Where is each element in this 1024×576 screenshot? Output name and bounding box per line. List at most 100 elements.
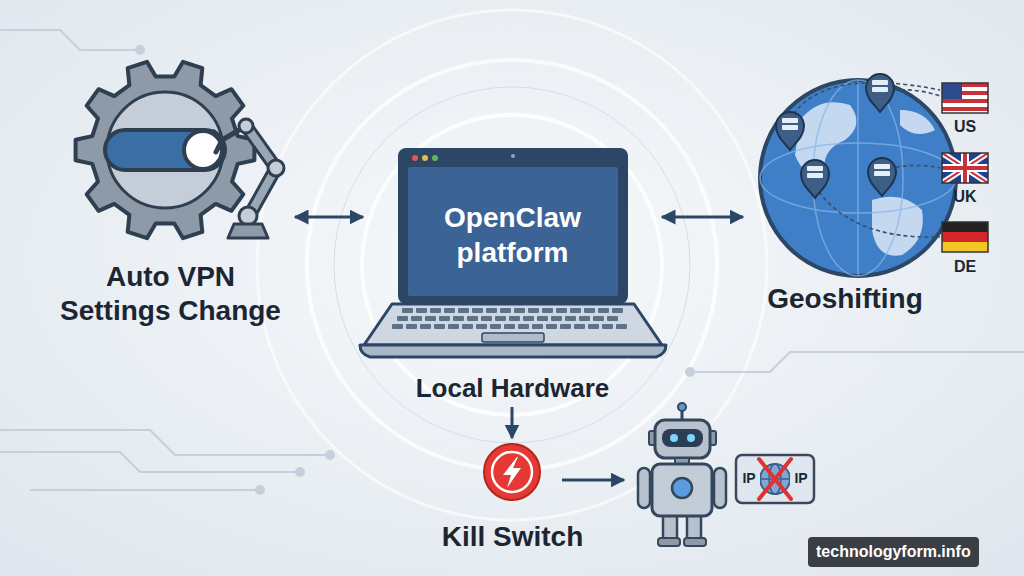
keyboard-keys [537,316,548,321]
robot-icon [678,403,686,411]
keyboard-keys [504,324,515,329]
keyboard-keys [481,316,492,321]
keyboard-keys [439,316,450,321]
keyboard-keys [584,308,595,313]
de-flag [942,222,988,232]
keyboard-keys [528,308,539,313]
robotic-arm [239,207,257,225]
robot-icon [670,434,678,442]
server-pin [776,112,804,150]
keyboard-keys [462,324,473,329]
kill-switch-icon [484,444,540,500]
us-flag [942,83,962,99]
server-pin [801,160,829,198]
keyboard-keys [565,316,576,321]
robotic-arm [239,119,253,133]
server-pin [807,166,823,171]
uk-flag [942,153,988,183]
blocked-ip-icon [736,455,814,503]
globe-icon [760,80,956,276]
node-label: IP [738,470,760,487]
keyboard-keys [397,316,408,321]
keyboard-keys [425,316,436,321]
de-flag [942,242,988,252]
keyboard-keys [574,324,585,329]
node-label: Local Hardware [368,373,658,403]
platform-node: OpenClaw platformLocal Hardware [365,145,660,405]
kill-switch-node: Kill Switch [430,440,595,562]
keyboard-keys [602,324,613,329]
keyboard-keys [612,308,623,313]
uk-flag [942,153,988,183]
keyboard-keys [500,308,511,313]
keyboard-keys [392,308,627,329]
keyboard-keys [593,316,604,321]
flag-label: US [942,117,988,137]
keyboard-keys [458,308,469,313]
keyboard-keys [420,324,431,329]
laptop-illustration [364,304,662,345]
flow-arrow [562,479,624,482]
keyboard-keys [416,308,427,313]
keyboard-keys [598,308,609,313]
us-flag [942,83,988,113]
keyboard-keys [518,324,529,329]
gear-icon [76,62,255,238]
keyboard-keys [523,316,534,321]
node-label: Kill Switch [430,520,595,554]
keyboard-keys [495,316,506,321]
node-label: Auto VPN Settings Change [53,260,289,328]
laptop-illustration [422,155,428,161]
server-pin [866,74,894,112]
globe-icon [760,80,956,276]
dashed-link [790,83,940,238]
keyboard-keys [476,324,487,329]
laptop-illustration [360,345,666,357]
laptop-illustration [412,155,418,161]
de-flag [942,222,988,252]
keyboard-keys [444,308,455,313]
laptop-illustration [398,148,628,304]
keyboard-keys [588,324,599,329]
keyboard-keys [616,324,627,329]
robotic-arm [268,160,284,176]
globe-icon [857,80,859,276]
process-node: Auto VPN Settings Change [48,55,293,335]
robot-icon [655,420,710,458]
kill-switch-icon [492,452,532,492]
laptop-illustration [432,155,438,161]
keyboard-keys [542,308,553,313]
halo-rings [362,115,662,415]
node-label: IP [790,470,812,487]
flag-label: UK [942,187,988,207]
uk-flag [942,153,988,183]
robot-icon [652,464,712,516]
keyboard-keys [570,308,581,313]
robot-icon [663,514,677,540]
robot-icon [662,429,703,447]
robot-icon [638,403,726,546]
connector-arrow [662,216,743,219]
connector-arrow [511,407,514,438]
keyboard-keys [472,308,483,313]
toggle-switch [105,130,225,170]
server-pin [782,125,798,130]
watermark: technologyform.info [808,537,979,567]
circuit-trace [0,452,300,472]
circuit-trace [690,352,1024,372]
circuit-trace [686,368,694,376]
halo-rings [307,60,717,470]
server-pin [868,158,896,196]
keyboard-keys [579,316,590,321]
keyboard-keys [560,324,571,329]
robot-icon [672,478,692,498]
keyboard-keys [551,316,562,321]
keyboard-keys [434,324,445,329]
robot-icon [687,514,701,540]
kill-switch-icon [484,444,540,500]
circuit-trace [296,468,304,476]
us-flag [942,107,988,111]
de-flag [942,232,988,242]
laptop-illustration [482,333,544,342]
